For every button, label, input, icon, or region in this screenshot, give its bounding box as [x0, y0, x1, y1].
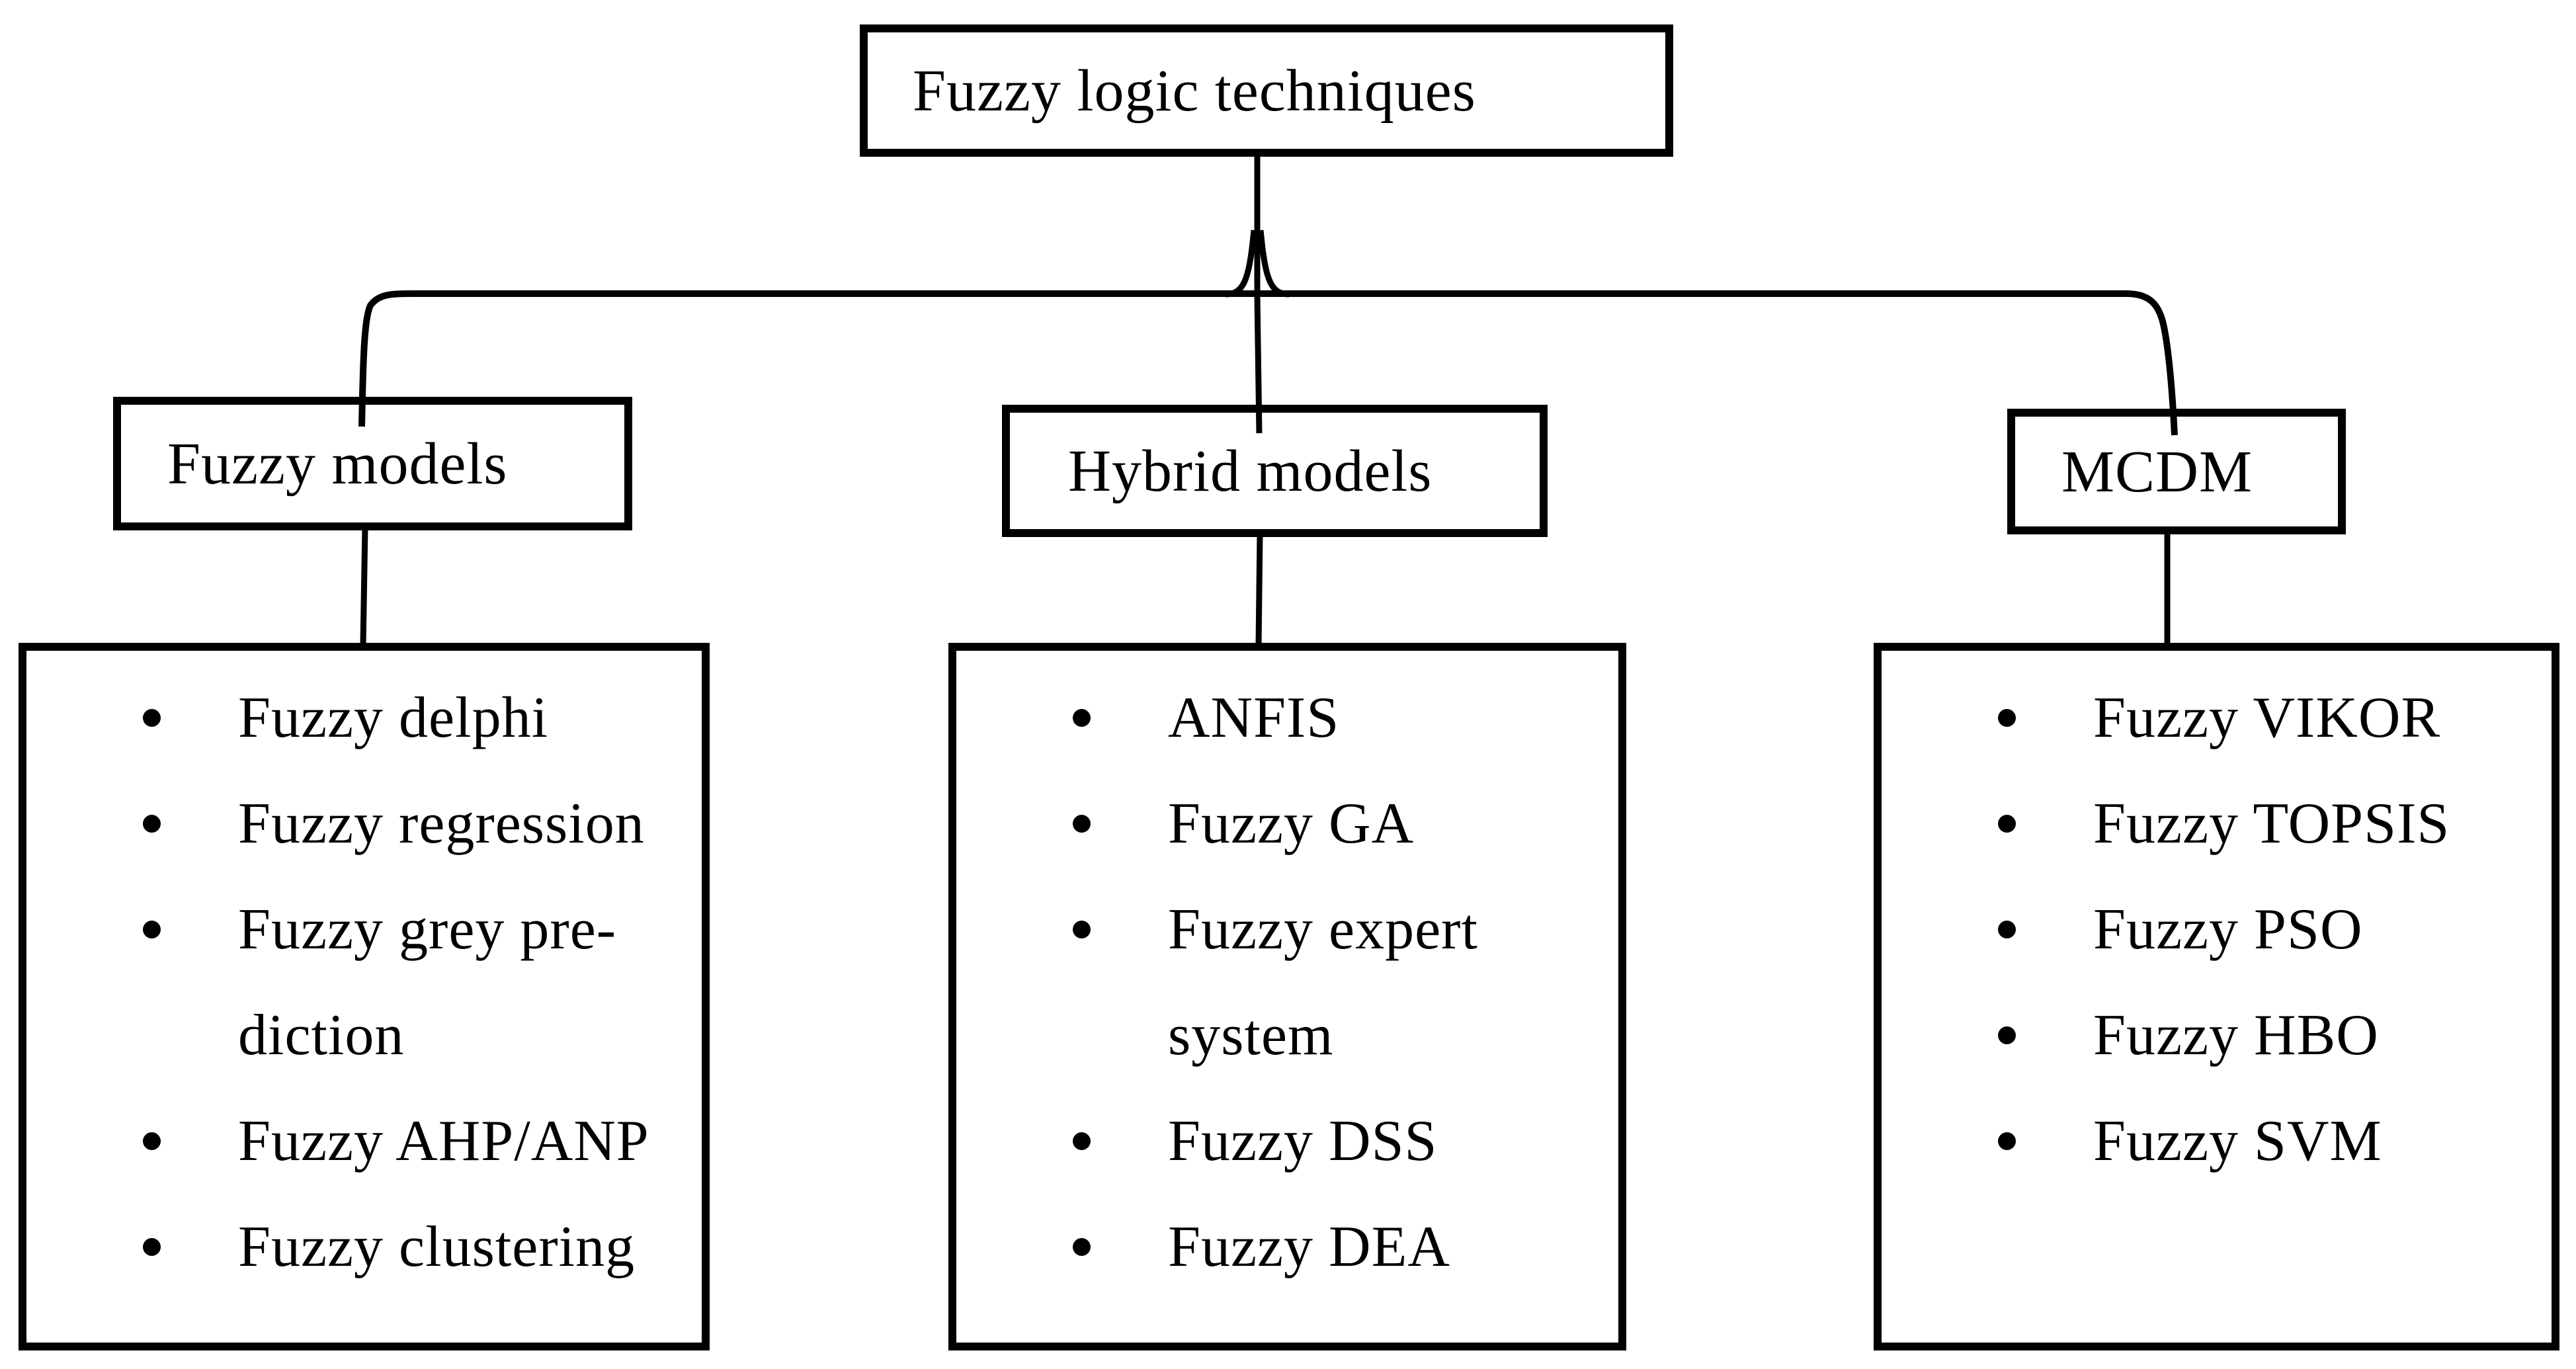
bullet-icon: [1073, 1194, 1168, 1300]
bullet-icon: [1998, 983, 2093, 1089]
junction-flare-left: [1225, 229, 1257, 298]
branch-node-label: Hybrid models: [1068, 438, 1433, 504]
bullet-icon: [143, 1089, 238, 1194]
list-item: Fuzzy GA: [1073, 771, 1606, 877]
trunk-connector: [1254, 151, 1263, 434]
branch-node-label: Fuzzy models: [167, 431, 508, 497]
root-node-label: Fuzzy logic techniques: [913, 58, 1476, 124]
bullet-icon: [143, 877, 238, 1089]
bullet-icon: [143, 771, 238, 877]
mcdm-list: Fuzzy VIKOR Fuzzy TOPSIS Fuzzy PSO Fuzzy…: [1882, 651, 2552, 1194]
bullet-icon: [1073, 877, 1168, 1089]
list-item: Fuzzy SVM: [1998, 1089, 2540, 1194]
list-item: Fuzzy expert system: [1073, 877, 1606, 1089]
bullet-icon: [1998, 877, 2093, 983]
fuzzy-models-list: Fuzzy delphi Fuzzy regression Fuzzy grey…: [26, 651, 702, 1300]
list-item: Fuzzy regression: [143, 771, 690, 877]
list-item: Fuzzy TOPSIS: [1998, 771, 2540, 877]
list-item: ANFIS: [1073, 665, 1606, 771]
branch-node-fuzzy-models: Fuzzy models: [113, 397, 632, 530]
branch-node-hybrid-models: Hybrid models: [1002, 405, 1548, 537]
list-box-mcdm: Fuzzy VIKOR Fuzzy TOPSIS Fuzzy PSO Fuzzy…: [1874, 643, 2559, 1350]
bullet-icon: [1073, 1089, 1168, 1194]
list-item: Fuzzy HBO: [1998, 983, 2540, 1089]
list-item: Fuzzy clustering: [143, 1194, 690, 1300]
junction-flare-right: [1257, 229, 1290, 298]
bullet-icon: [1998, 1089, 2093, 1194]
fuzzy-models-list-connector: [360, 527, 368, 646]
list-item: Fuzzy DEA: [1073, 1194, 1606, 1300]
bullet-icon: [1998, 665, 2093, 771]
list-item: Fuzzy DSS: [1073, 1089, 1606, 1194]
list-item: Fuzzy AHP/ANP: [143, 1089, 690, 1194]
list-item: Fuzzy PSO: [1998, 877, 2540, 983]
root-node-fuzzy-logic-techniques: Fuzzy logic techniques: [860, 24, 1673, 157]
list-item: Fuzzy delphi: [143, 665, 690, 771]
hybrid-models-list-connector: [1255, 534, 1263, 646]
bullet-icon: [1073, 771, 1168, 877]
list-item: Fuzzy VIKOR: [1998, 665, 2540, 771]
list-box-fuzzy-models: Fuzzy delphi Fuzzy regression Fuzzy grey…: [19, 643, 710, 1350]
branch-node-label: MCDM: [2061, 438, 2253, 505]
bullet-icon: [143, 1194, 238, 1300]
list-box-hybrid-models: ANFIS Fuzzy GA Fuzzy expert system Fuzzy…: [948, 643, 1626, 1350]
branch-node-mcdm: MCDM: [2007, 409, 2346, 534]
bullet-icon: [143, 665, 238, 771]
list-item: Fuzzy grey pre- diction: [143, 877, 690, 1089]
bullet-icon: [1073, 665, 1168, 771]
bullet-icon: [1998, 771, 2093, 877]
hybrid-models-list: ANFIS Fuzzy GA Fuzzy expert system Fuzzy…: [956, 651, 1618, 1300]
